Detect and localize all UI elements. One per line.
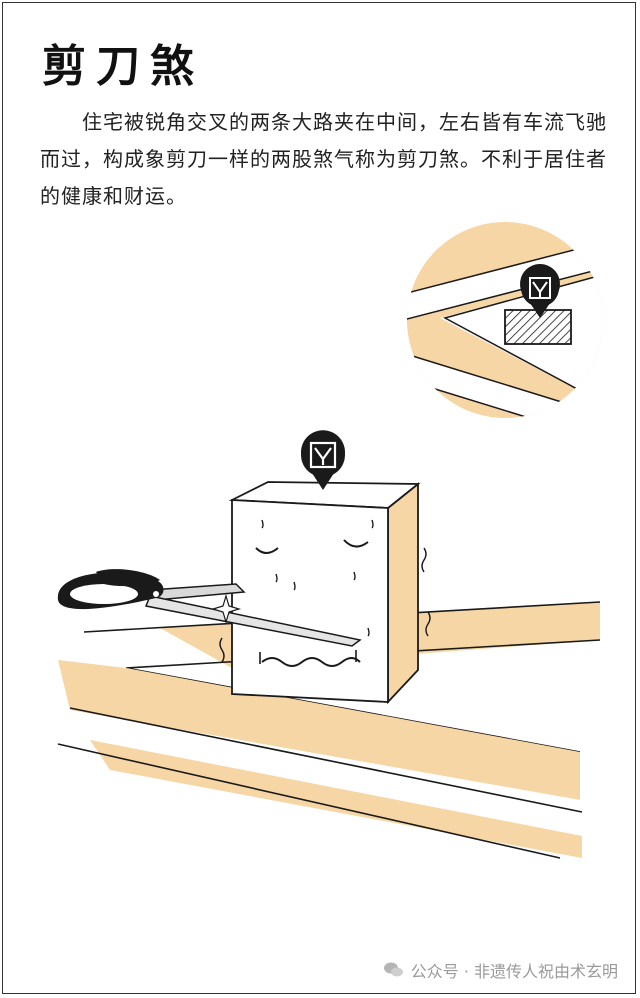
page-title: 剪刀煞	[42, 41, 204, 92]
wechat-icon	[383, 962, 403, 977]
inset-lower-road	[407, 344, 603, 418]
description-paragraph: 住宅被锐角交叉的两条大路夹在中间，左右皆有车流飞驰而过，构成象剪刀一样的两股煞气…	[40, 110, 607, 208]
inset-marker-icon	[520, 264, 560, 318]
inset-map	[407, 222, 603, 418]
scissors-icon	[57, 569, 362, 647]
ominous-sign-icon	[301, 430, 346, 490]
watermark-text: 公众号 · 非遗传人祝由术玄明	[410, 962, 618, 981]
inset-house	[504, 309, 572, 345]
inset-upper-road	[407, 237, 603, 327]
watermark: 公众号 · 非遗传人祝由术玄明	[383, 958, 618, 982]
house-block	[219, 481, 431, 705]
